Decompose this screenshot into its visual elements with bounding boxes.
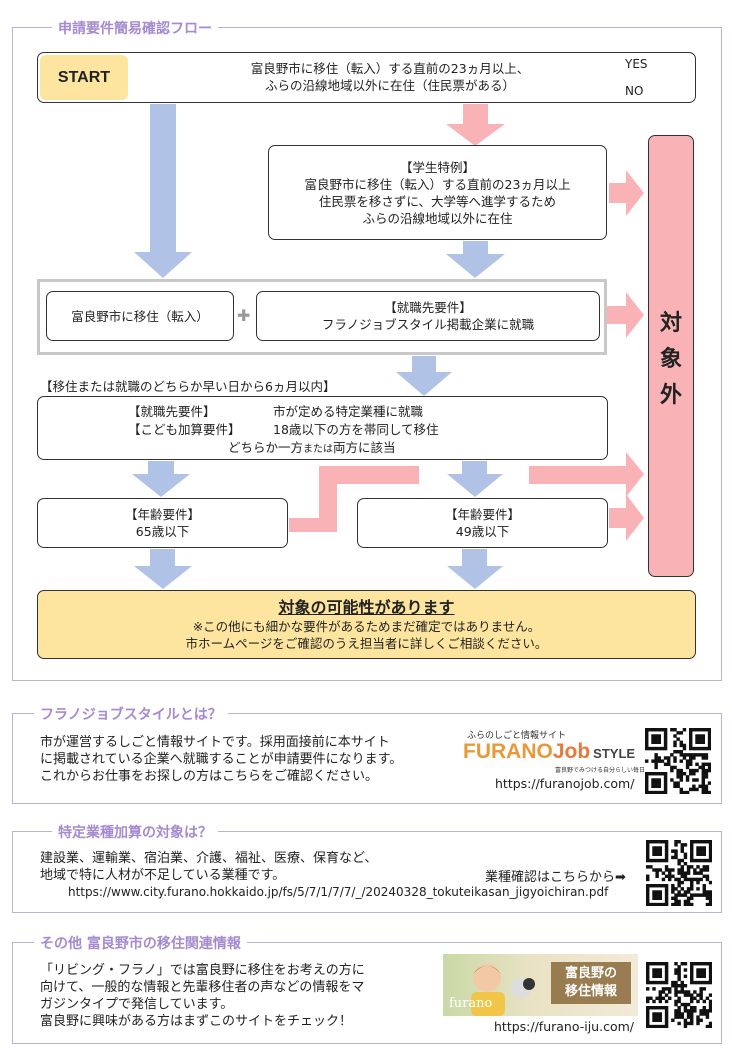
age-box-65: 【年齢要件】 65歳以下 [37,498,288,548]
industry-text: 市が定める特定業種に就職 [273,404,424,419]
other-line-1: 「リビング・フラノ」では富良野に移住をお考えの方に [40,963,365,978]
child-photo-icon [471,964,535,1016]
student-line-4: ふらの沿線地域以外に在住 [362,210,513,226]
arrow-yes-row3 [396,356,452,396]
other-url[interactable]: https://furano-iju.com/ [494,1019,634,1034]
living-furano-banner[interactable]: furano 富良野の 移住情報 [443,954,638,1016]
other-line-3: ガジンタイプで発信しています。 [40,997,234,1012]
arrow-yes-student [446,241,505,278]
age-label-2: 【年齢要件】 [444,507,520,522]
banner-title: 富良野の 移住情報 [551,962,631,1004]
arrow-no-industry [529,452,644,497]
industry-url[interactable]: https://www.city.furano.hokkaido.jp/fs/5… [68,885,609,899]
result-box: 対象の可能性があります ※この他にも細かな要件があるためまだ確定ではありません。… [37,590,696,659]
about-title: フラノジョブスタイルとは？ [34,704,228,724]
industry-title: 特定業種加算の対象は？ [52,822,218,842]
arrow-no-age1 [289,466,419,532]
student-line-2: 富良野市に移住（転入）する直前の23ヵ月以上 [304,176,571,192]
excluded-char-1: 対 [659,311,682,336]
arrow-yes-start [134,104,192,278]
arrow-no-age2 [609,494,644,541]
industry-line-1: 建設業、運輸業、宿泊業、介護、福祉、医療、保育など、 [40,851,378,866]
legend-no: NO [625,84,644,98]
logo-tag: 富良野でみつける自分らしい毎日 [555,767,646,774]
student-line-1: 【学生特例】 [399,159,475,175]
industry-child-box [37,396,608,460]
logo-main-1: FURANO [463,740,553,763]
arrow-yes-age1 [134,549,192,589]
job-requirement-box: 【就職先要件】 フラノジョブスタイル掲載企業に就職 [256,291,600,341]
arrow-no-student [609,170,644,216]
start-label: START [40,55,128,100]
age-value-2: 49歳以下 [455,524,510,539]
age-label-1: 【年齢要件】 [124,507,200,522]
move-in-box: 富良野市に移住（転入） [46,291,234,341]
banner-brand: furano [449,996,493,1011]
start-text-line-2: ふらの沿線地域以外に在住（住民票がある） [264,78,515,93]
logo-sub: ふらのしごと情報サイト [467,731,567,741]
other-text: 「リビング・フラノ」では富良野に移住をお考えの方に 向けて、一般的な情報と先輩移… [40,962,365,1030]
about-section [12,713,722,804]
other-line-2: 向けて、一般的な情報と先輩移住者の声などの情報をマ [40,980,365,995]
about-url[interactable]: https://furanojob.com/ [495,776,635,791]
arrow-yes-industry-1 [132,461,190,497]
logo-main-3: STYLE [593,746,636,761]
start-text-line-1: 富良野市に移住（転入）する直前の23ヵ月以上、 [250,61,530,76]
either-text: どちらか一方または両方に該当 [228,437,396,456]
start-box [37,52,696,103]
arrow-no-start [446,104,505,146]
qr-code-industry[interactable] [646,840,712,906]
age-value-1: 65歳以下 [135,524,190,539]
student-line-3: 住民票を移さずに、大学等へ進学するため [318,193,557,209]
result-note-2: 市ホームページをご確認のうえ担当者に詳しくご相談ください。 [185,636,548,651]
result-note-1: ※この他にも細かな要件があるためまだ確定ではありません。 [192,619,541,634]
arrow-yes-age2 [447,549,503,589]
industry-label: 【就職先要件】 [128,404,216,419]
qr-code-about[interactable] [645,728,711,794]
either-text-a: どちらか一方 [228,440,304,455]
industry-line-2: 地域で特に人材が不足している業種です。 [40,868,286,883]
banner-line-1: 富良野の [564,966,617,981]
about-line-1: 市が運営するしごと情報サイトです。採用面接前に本サイト [40,735,390,750]
either-text-small: または [303,444,334,455]
banner-line-2: 移住情報 [564,984,617,999]
within-note: 【移住または就職のどちらか早い日から6ヵ月以内】 [40,379,336,394]
qr-code-other[interactable] [646,962,712,1028]
age-box-49: 【年齢要件】 49歳以下 [357,498,608,548]
either-text-b: 両方に該当 [333,440,396,455]
about-line-3: これからお仕事をお探しの方はこちらをご確認ください。 [40,769,379,784]
legend-yes: YES [625,57,648,71]
arrow-yes-industry-2 [447,461,503,497]
result-title: 対象の可能性があります [278,598,455,617]
about-text: 市が運営するしごと情報サイトです。採用面接前に本サイト に掲載されている企業へ就… [40,734,402,785]
excluded-char-3: 外 [659,383,682,408]
start-text: 富良野市に移住（転入）する直前の23ヵ月以上、 ふらの沿線地域以外に在住（住民票… [180,60,600,94]
plus-icon: ✚ [237,306,251,325]
logo-main-2: Job [552,740,591,763]
excluded-column: 対 象 外 [648,135,694,577]
other-title: その他 富良野市の移住関連情報 [34,933,247,953]
industry-text: 建設業、運輸業、宿泊業、介護、福祉、医療、保育など、 地域で特に人材が不足してい… [40,850,377,884]
job-req-line-1: 【就職先要件】 [384,300,472,315]
about-line-2: に掲載されている企業へ就職することが申請要件になります。 [40,752,403,767]
excluded-char-2: 象 [659,347,682,372]
arrow-no-row3 [603,292,644,338]
industry-section [12,831,722,913]
child-label: 【こども加算要件】 [128,422,241,437]
child-text: 18歳以下の方を帯同して移住 [273,422,439,437]
student-exception-box: 【学生特例】 富良野市に移住（転入）する直前の23ヵ月以上 住民票を移さずに、大… [268,145,607,240]
other-line-4: 富良野に興味がある方はまずこのサイトをチェック！ [40,1014,353,1029]
job-req-line-2: フラノジョブスタイル掲載企業に就職 [321,317,535,332]
industry-check-label: 業種確認はこちらから➡ [485,870,626,885]
flow-title: 申請要件簡易確認フロー [52,18,218,38]
